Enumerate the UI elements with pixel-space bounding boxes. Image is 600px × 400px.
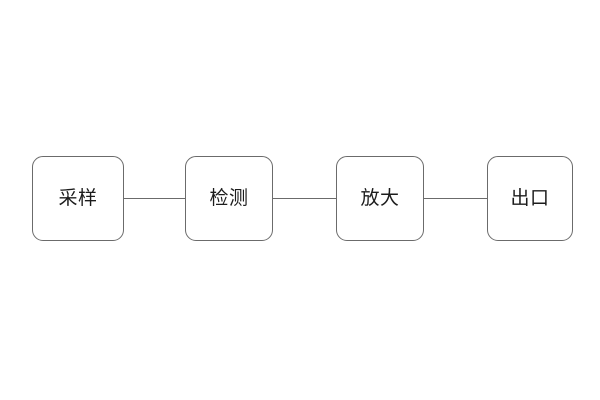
flow-node-outlet[interactable]: 出口 — [487, 156, 573, 241]
connector-detection-to-amplify — [272, 198, 337, 199]
connector-amplify-to-outlet — [423, 198, 488, 199]
flow-node-label-sampling: 采样 — [58, 187, 98, 209]
flow-node-label-detection: 检测 — [209, 187, 249, 209]
connector-sampling-to-detection — [123, 198, 186, 199]
flow-node-sampling[interactable]: 采样 — [32, 156, 124, 241]
flow-node-detection[interactable]: 检测 — [185, 156, 273, 241]
flow-node-amplify[interactable]: 放大 — [336, 156, 424, 241]
flow-node-label-amplify: 放大 — [360, 187, 400, 209]
flow-node-label-outlet: 出口 — [510, 187, 550, 209]
